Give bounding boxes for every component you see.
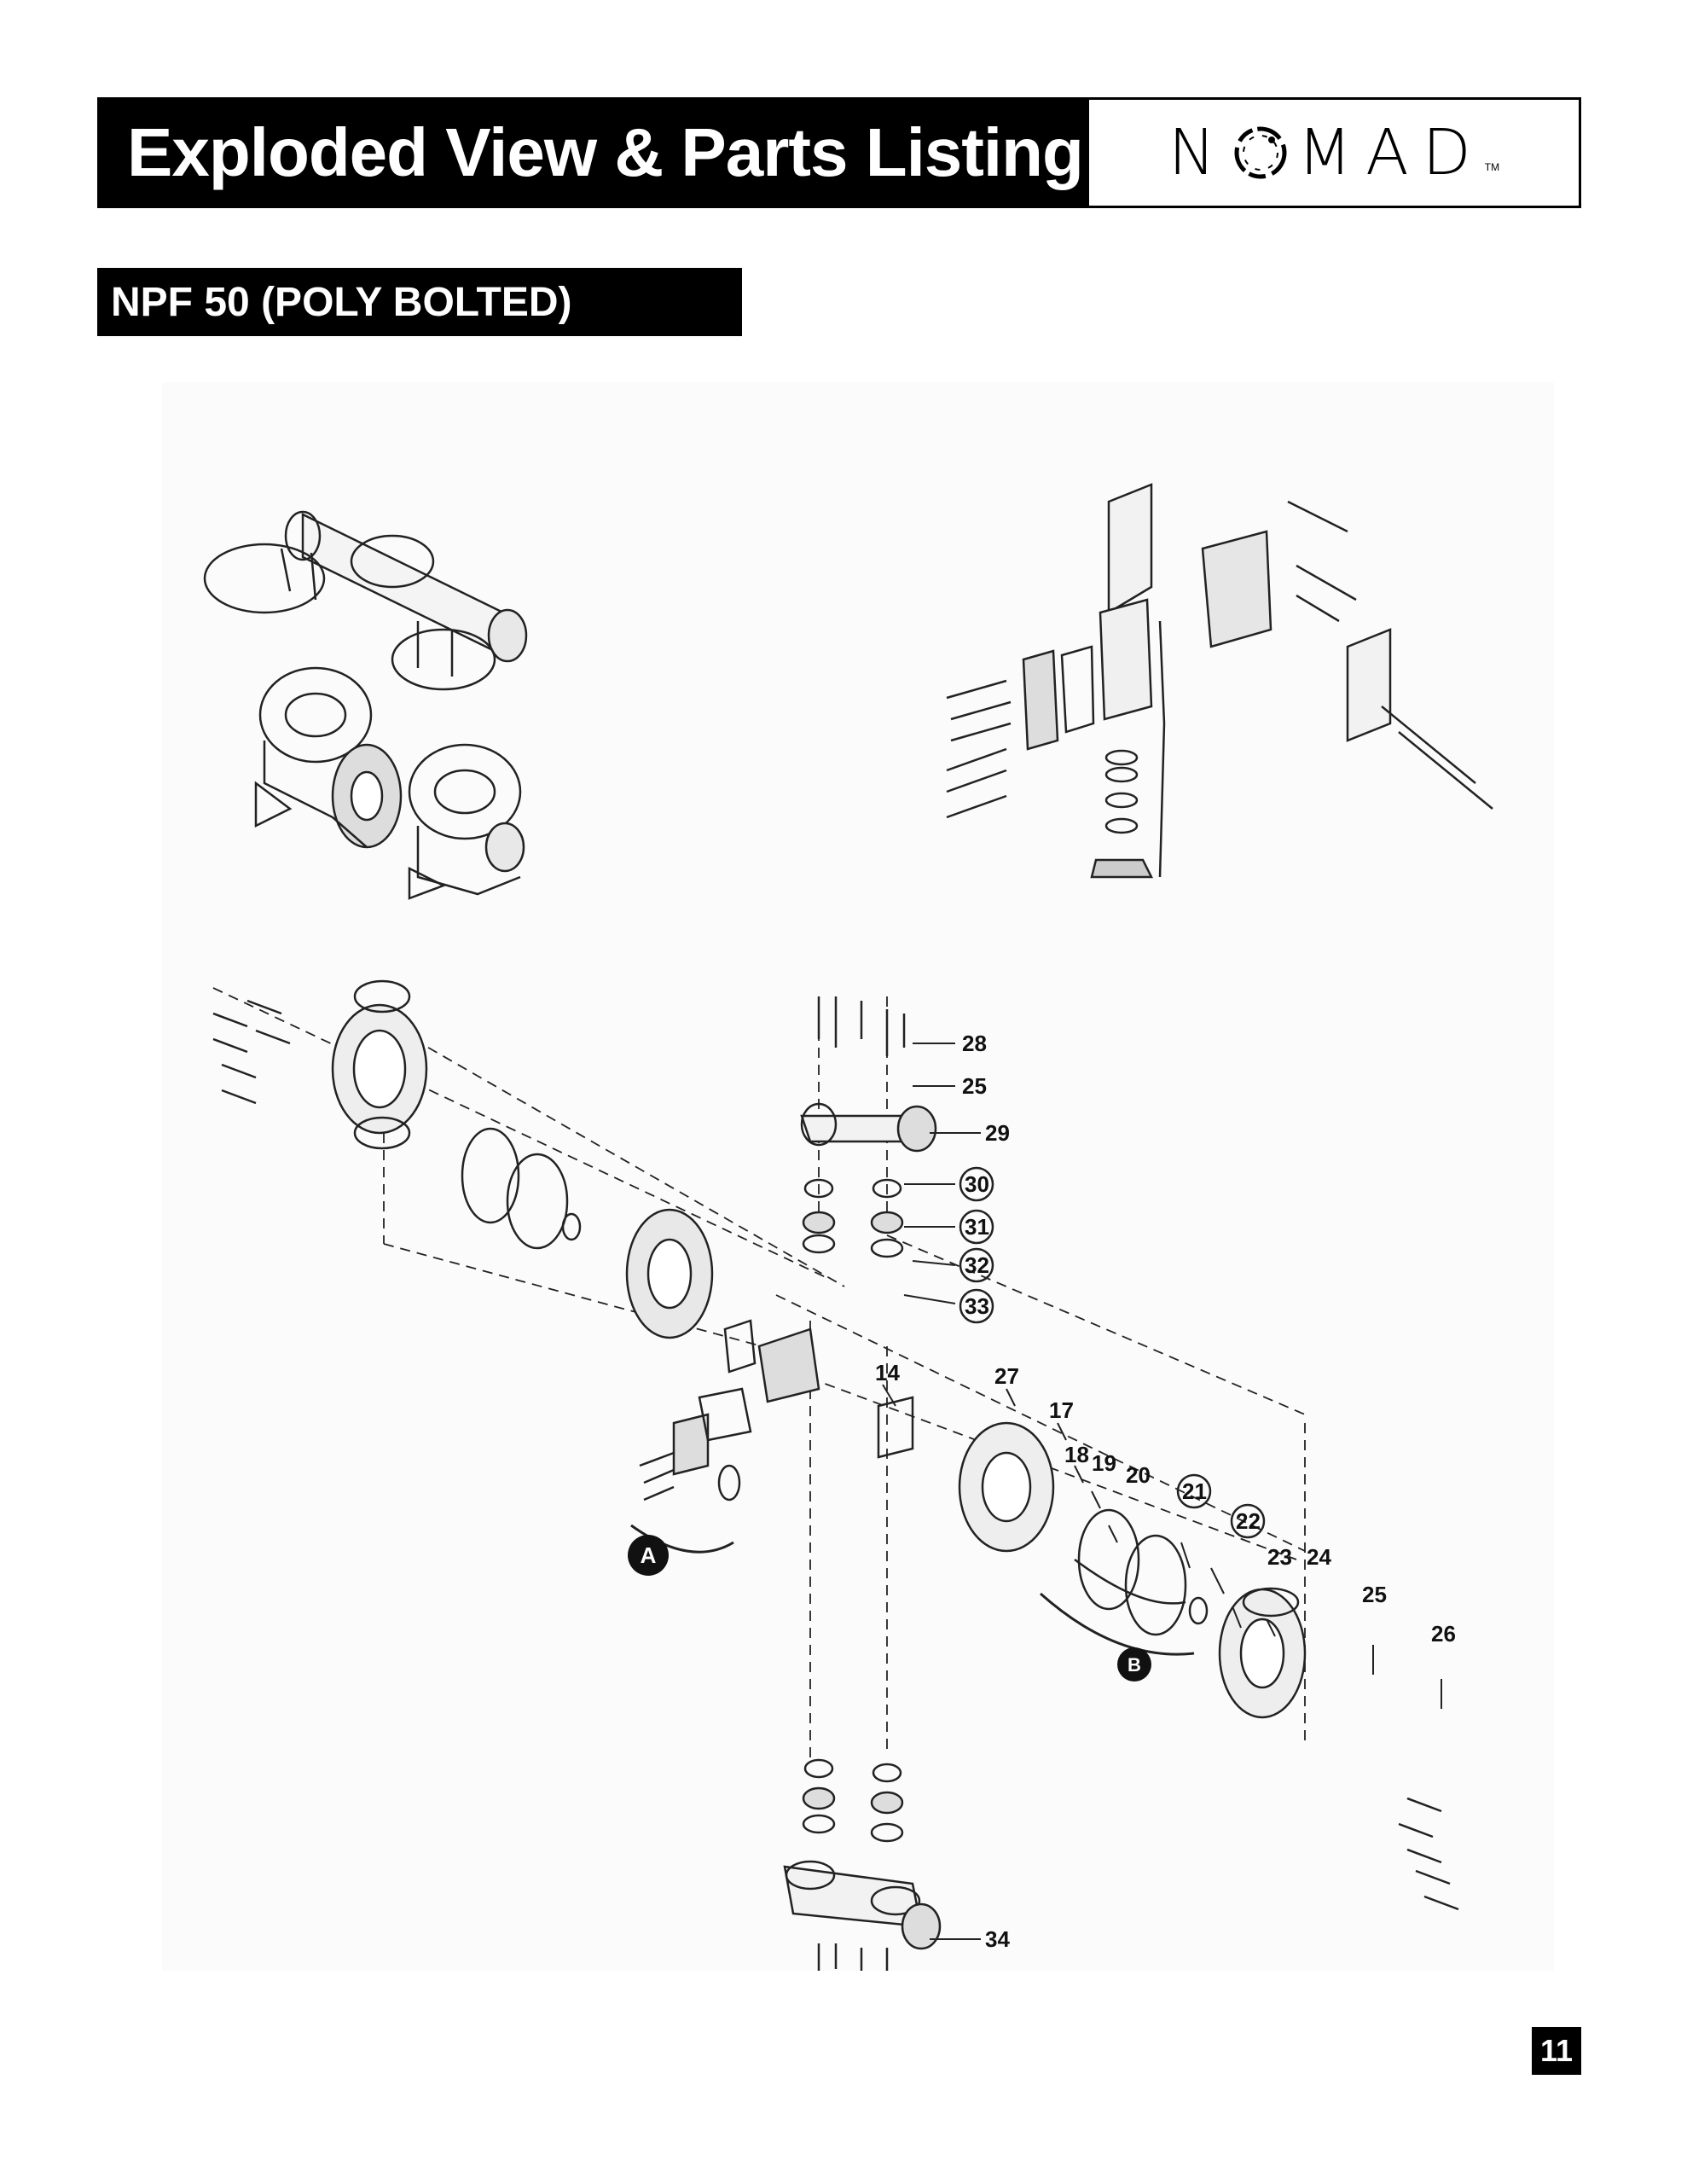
callout-numbers: 28 25 29 30 31 32 33 14 27 17 18 19 20 2… [875, 1031, 1456, 1952]
callout-14: 14 [875, 1360, 900, 1385]
callout-25-top: 25 [962, 1073, 987, 1099]
circled-callout-rings [959, 1166, 1266, 1539]
callout-23: 23 [1267, 1544, 1292, 1570]
air-valve-exploded-illustration [946, 483, 1493, 879]
diagram-svg: 28 25 29 30 31 32 33 14 27 17 18 19 20 2… [203, 483, 1493, 1971]
section-title: NPF 50 (POLY BOLTED) [111, 279, 572, 325]
callout-30: 30 [965, 1171, 989, 1197]
callout-18: 18 [1064, 1442, 1089, 1467]
callout-21: 21 [1182, 1478, 1207, 1504]
page-title: Exploded View & Parts Listing [127, 114, 1084, 190]
exploded-view-diagram: 28 25 29 30 31 32 33 14 27 17 18 19 20 2… [162, 382, 1554, 1971]
logo-letter-d: D [1422, 116, 1480, 189]
assembled-pump-illustration [203, 510, 528, 900]
callout-20: 20 [1126, 1462, 1151, 1488]
callout-22: 22 [1236, 1508, 1261, 1534]
callout-29: 29 [985, 1120, 1010, 1146]
callout-34: 34 [985, 1926, 1010, 1952]
logo-letter-a: A [1365, 116, 1417, 189]
header-title-box: Exploded View & Parts Listing [100, 100, 1089, 206]
callout-26: 26 [1431, 1621, 1456, 1647]
sub-assembly-label-b: B [1117, 1647, 1151, 1682]
page-number: 11 [1539, 2033, 1574, 2068]
section-title-box: NPF 50 (POLY BOLTED) [97, 268, 742, 336]
page-number-box: 11 [1532, 2027, 1581, 2075]
nomad-logo: N M A D TM [1089, 100, 1579, 206]
main-exploded-view-illustration [212, 979, 1459, 1971]
callout-19: 19 [1092, 1450, 1116, 1476]
logo-o-swirl-icon [1234, 126, 1287, 179]
callout-17: 17 [1049, 1397, 1074, 1423]
sub-assembly-label-a: A [628, 1535, 669, 1576]
callout-32: 32 [965, 1252, 989, 1278]
callout-33: 33 [965, 1293, 989, 1319]
callout-leader-lines [882, 1043, 1442, 1940]
callout-31: 31 [965, 1214, 989, 1240]
callout-25-right: 25 [1362, 1582, 1387, 1607]
trademark-mark: TM [1484, 161, 1500, 173]
svg-text:B: B [1128, 1654, 1141, 1676]
svg-text:A: A [641, 1542, 657, 1568]
header-bar: Exploded View & Parts Listing N M A D TM [97, 97, 1581, 208]
callout-24: 24 [1307, 1544, 1331, 1570]
logo-letter-n: N [1168, 116, 1225, 189]
callout-27: 27 [994, 1363, 1019, 1389]
callout-28: 28 [962, 1031, 987, 1056]
logo-letter-m: M [1297, 116, 1361, 189]
